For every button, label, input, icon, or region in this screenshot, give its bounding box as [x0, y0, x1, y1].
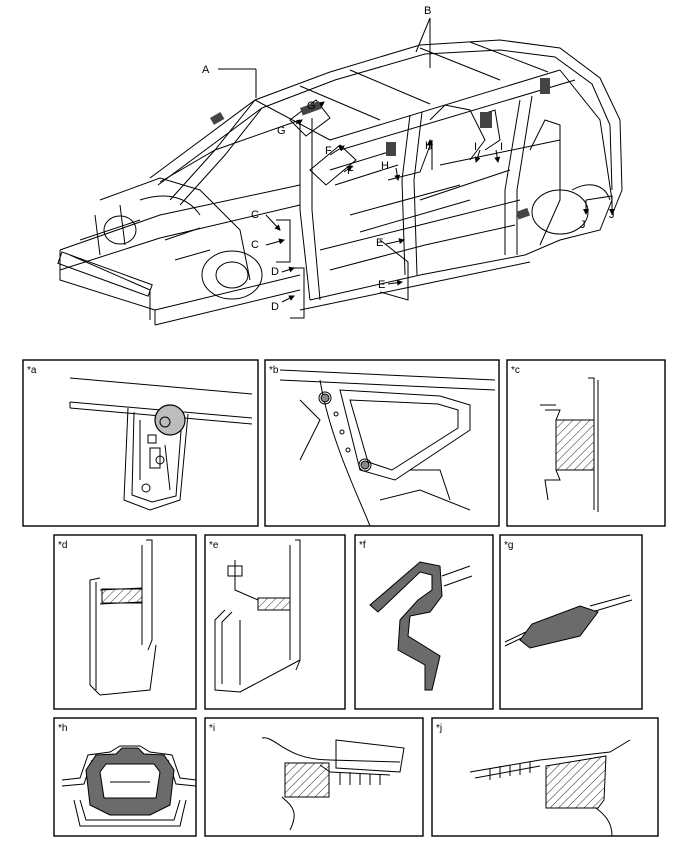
car-body-frame: [57, 39, 623, 326]
detail-panel-c: *c: [506, 359, 666, 527]
callout-E-upper: E: [376, 237, 383, 249]
detail-panel-j: *j: [431, 717, 659, 837]
callout-E-lower: E: [378, 279, 385, 291]
panel-label-g: *g: [504, 540, 513, 551]
callout-J-right: J: [609, 209, 615, 221]
panel-label-h: *h: [58, 723, 67, 734]
panel-label-b: *b: [269, 365, 279, 376]
callout-H-left: H: [381, 160, 389, 172]
callout-A: A: [202, 64, 210, 76]
panel-label-e: *e: [209, 540, 219, 551]
detail-panel-f: *f: [354, 534, 494, 710]
detail-panel-i: *i: [204, 717, 424, 837]
panel-label-i: *i: [209, 723, 215, 734]
detail-panel-a: *a: [22, 359, 259, 527]
callout-H-right: H: [425, 140, 433, 152]
callout-I-left: I: [474, 141, 477, 153]
callout-D-lower: D: [271, 301, 279, 313]
panel-label-c: *c: [511, 365, 520, 376]
panel-label-f: *f: [359, 540, 366, 551]
detail-panel-d: *d: [53, 534, 197, 710]
callout-G-upper: G: [307, 100, 316, 112]
callout-G-lower: G: [277, 125, 286, 137]
callout-markers: [210, 17, 615, 319]
callout-F-lower: F: [347, 165, 354, 177]
callout-F-upper: F: [325, 145, 332, 157]
detail-panel-g: *g: [499, 534, 643, 710]
callout-D-upper: D: [271, 266, 279, 278]
panel-label-a: *a: [27, 365, 37, 376]
callout-B: B: [424, 5, 431, 17]
panel-label-d: *d: [58, 540, 67, 551]
detail-panel-e: *e: [204, 534, 346, 710]
detail-panel-b: *b: [264, 359, 500, 527]
callout-labels: A B C C D D E E F F G G H H I I J J: [202, 5, 615, 313]
callout-J-left: J: [580, 219, 586, 231]
callout-I-right: I: [500, 141, 503, 153]
callout-C-upper: C: [251, 209, 259, 221]
callout-C-lower: C: [251, 239, 259, 251]
detail-panel-h: *h: [53, 717, 197, 837]
panel-label-j: *j: [436, 723, 442, 734]
